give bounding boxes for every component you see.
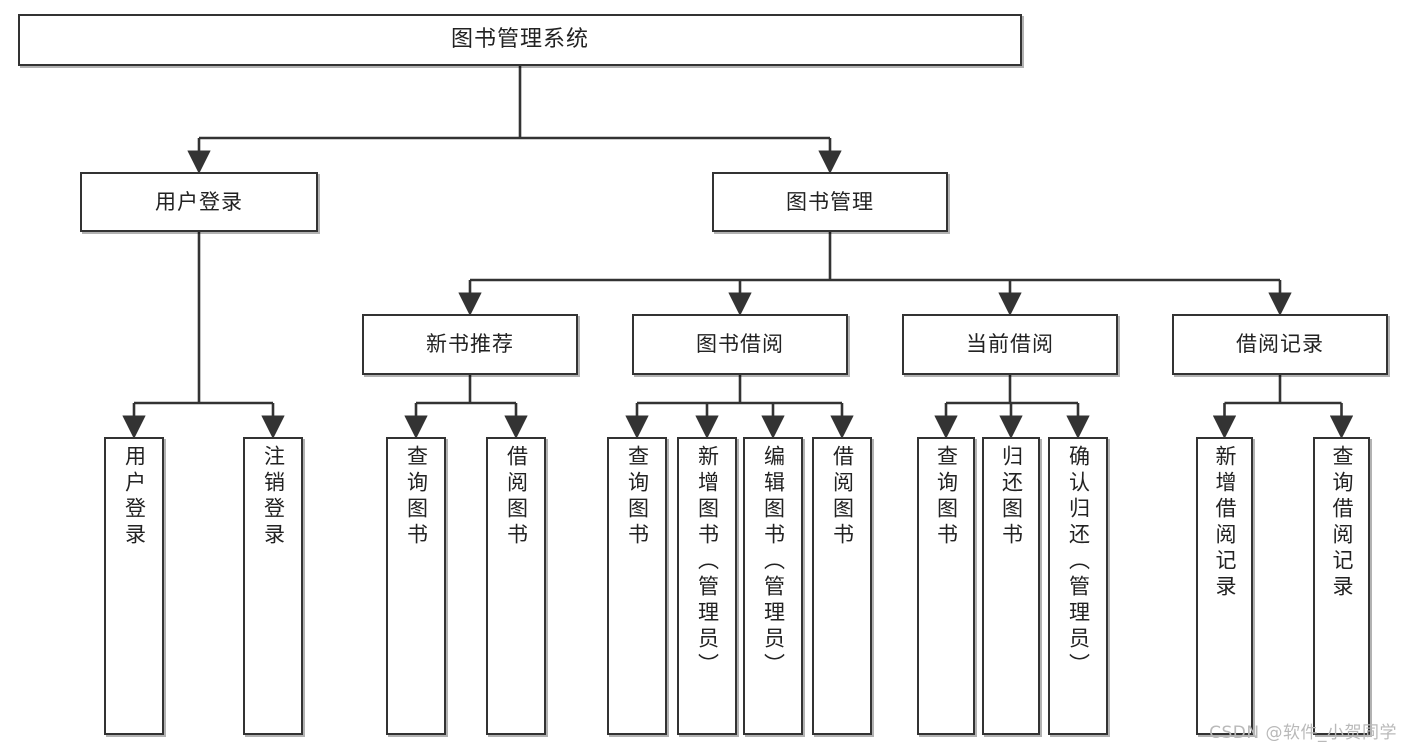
node-label: 查询借阅记录 <box>1330 445 1354 601</box>
node-label: 编辑图书（管理员） <box>761 445 786 679</box>
node-leaf-user-login[interactable]: 用户登录 <box>104 437 164 735</box>
node-label: 用户登录 <box>122 445 147 549</box>
node-label: 确认归还（管理员） <box>1066 445 1091 679</box>
node-root[interactable]: 图书管理系统 <box>18 14 1022 66</box>
node-leaf-add-borrow-record[interactable]: 新增借阅记录 <box>1196 437 1253 735</box>
node-leaf-user-logout[interactable]: 注销登录 <box>243 437 303 735</box>
node-leaf-query-borrow-record[interactable]: 查询借阅记录 <box>1313 437 1370 735</box>
node-leaf-confirm-return-admin[interactable]: 确认归还（管理员） <box>1048 437 1108 735</box>
node-leaf-return-book[interactable]: 归还图书 <box>982 437 1040 735</box>
node-label: 图书借阅 <box>696 332 784 357</box>
node-leaf-query-book-current[interactable]: 查询图书 <box>917 437 975 735</box>
node-leaf-query-book-borrow[interactable]: 查询图书 <box>607 437 667 735</box>
node-leaf-borrow-book-new[interactable]: 借阅图书 <box>486 437 546 735</box>
node-leaf-add-book-admin[interactable]: 新增图书（管理员） <box>677 437 737 735</box>
node-label: 当前借阅 <box>966 332 1054 357</box>
node-label: 用户登录 <box>155 189 243 214</box>
node-label: 查询图书 <box>934 445 959 549</box>
node-leaf-query-book-new[interactable]: 查询图书 <box>386 437 446 735</box>
node-new-book-recommend[interactable]: 新书推荐 <box>362 314 578 375</box>
node-label: 图书管理系统 <box>450 27 589 53</box>
node-user-login[interactable]: 用户登录 <box>80 172 318 232</box>
node-label: 借阅记录 <box>1236 332 1324 357</box>
node-label: 查询图书 <box>625 445 650 549</box>
node-label: 归还图书 <box>999 445 1024 549</box>
node-label: 新增图书（管理员） <box>695 445 720 679</box>
node-leaf-borrow-book[interactable]: 借阅图书 <box>812 437 872 735</box>
node-book-manage[interactable]: 图书管理 <box>712 172 948 232</box>
node-leaf-edit-book-admin[interactable]: 编辑图书（管理员） <box>743 437 803 735</box>
node-borrow-record[interactable]: 借阅记录 <box>1172 314 1388 375</box>
csdn-watermark: CSDN @软件_小贺同学 <box>1209 723 1397 743</box>
node-current-borrow[interactable]: 当前借阅 <box>902 314 1118 375</box>
node-label: 查询图书 <box>404 445 429 549</box>
node-book-borrow[interactable]: 图书借阅 <box>632 314 848 375</box>
node-label: 借阅图书 <box>830 445 855 549</box>
node-label: 图书管理 <box>786 189 874 214</box>
node-label: 借阅图书 <box>504 445 529 549</box>
node-label: 新增借阅记录 <box>1213 445 1237 601</box>
node-label: 注销登录 <box>261 445 286 549</box>
node-label: 新书推荐 <box>426 332 514 357</box>
